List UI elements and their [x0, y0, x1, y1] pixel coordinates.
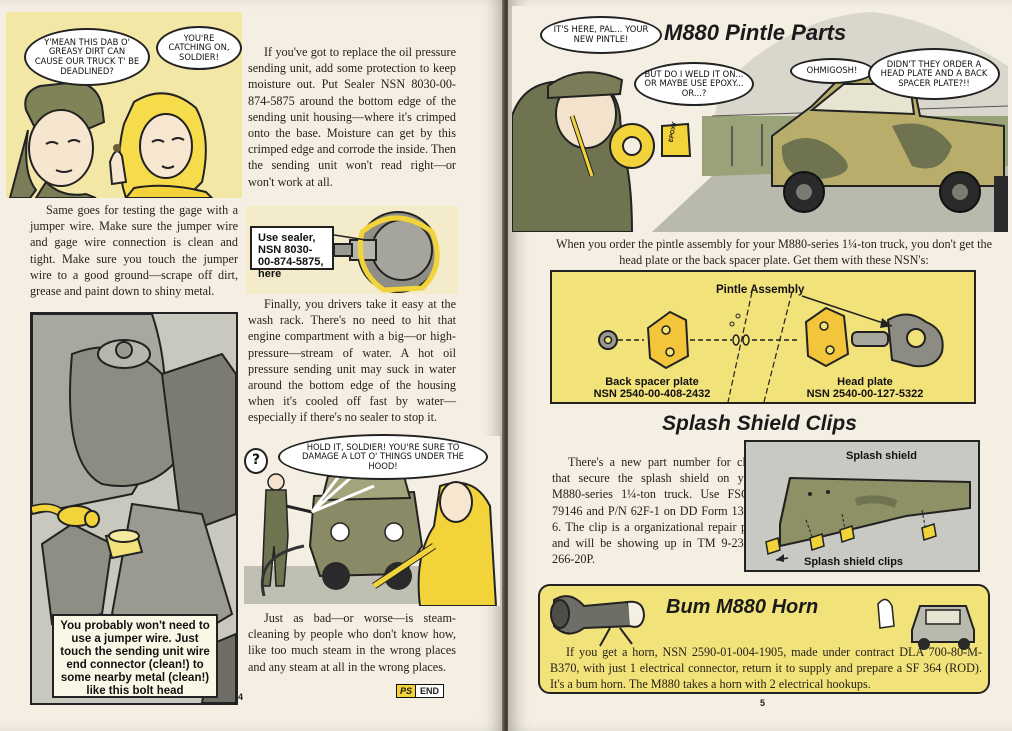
end-label: END: [420, 686, 440, 696]
page-number-left: 4: [238, 692, 244, 702]
caption-jumper-wire: You probably won't need to use a jumper …: [52, 614, 218, 698]
paragraph-jumper-wire: Same goes for testing the gage with a ju…: [30, 203, 238, 299]
left-page: Y'mean this dab o' greasy dirt can cause…: [0, 0, 504, 731]
wash-rack-illustration: [244, 436, 500, 606]
head-plate-name: Head plate: [837, 376, 893, 388]
speech-balloon-1: Y'mean this dab o' greasy dirt can cause…: [24, 28, 150, 86]
text-jumper-wire: Same goes for testing the gage with a ju…: [30, 202, 238, 299]
pintle-diagram-panel: [550, 270, 976, 404]
head-plate-nsn: NSN 2540-00-127-5322: [806, 388, 924, 400]
paragraph-bum-horn: If you get a horn, NSN 2590-01-004-1905,…: [550, 645, 982, 692]
bum-horn-illustration: [550, 595, 975, 650]
speech-balloon-d: Didn't they order a head plate and a bac…: [868, 48, 1000, 100]
pintle-exploded-diagram: [552, 272, 974, 402]
splash-shield-label: Splash shield: [846, 450, 917, 462]
title-pintle-parts: M880 Pintle Parts: [664, 20, 847, 45]
text-splash-shield: There's a new part number for clips that…: [552, 454, 760, 567]
splash-shield-diagram-panel: [744, 440, 980, 572]
text-wash-rack: Finally, you drivers take it easy at the…: [248, 296, 456, 426]
sealer-label: Use sealer, NSN 8030-00-874-5875, here: [250, 226, 334, 280]
paragraph-pintle-order: When you order the pintle assembly for y…: [555, 237, 993, 268]
text-replace-sending-unit: If you've got to replace the oil pressur…: [248, 44, 456, 190]
paragraph-wash-rack: Finally, you drivers take it easy at the…: [248, 297, 456, 425]
pintle-assembly-label: Pintle Assembly: [716, 284, 805, 296]
paragraph-splash-shield: There's a new part number for clips that…: [552, 455, 760, 567]
text-bum-horn: If you get a horn, NSN 2590-01-004-1905,…: [550, 644, 982, 693]
book-gutter: [502, 0, 510, 731]
bum-horn-panel: [538, 584, 990, 694]
title-bum-horn: Bum M880 Horn: [666, 596, 819, 618]
speech-balloon-a: It's here, pal... your new pintle!: [540, 16, 662, 54]
ps-label: PS: [397, 685, 417, 697]
ps-end-marker: PS END: [396, 684, 445, 698]
speech-balloon-3: Hold it, soldier! You're sure to damage …: [278, 434, 488, 480]
right-page: M880 Pintle Parts It's here, pal... your…: [508, 0, 1012, 731]
title-splash-shield-clips: Splash Shield Clips: [662, 412, 857, 435]
back-spacer-name: Back spacer plate: [605, 376, 699, 388]
head-plate-label: Head plate NSN 2540-00-127-5322: [790, 376, 940, 400]
question-balloon: ?: [244, 448, 268, 474]
back-spacer-label: Back spacer plate NSN 2540-00-408-2432: [580, 376, 724, 400]
back-spacer-nsn: NSN 2540-00-408-2432: [593, 388, 711, 400]
splash-shield-clips-label: Splash shield clips: [804, 556, 904, 568]
text-pintle-order: When you order the pintle assembly for y…: [552, 236, 996, 268]
speech-balloon-b: But do I weld it on... or maybe use epox…: [634, 62, 754, 106]
splash-shield-diagram: [746, 442, 978, 570]
paragraph-steam-cleaning: Just as bad—or worse—is steam-cleaning b…: [248, 611, 456, 674]
paragraph-replace-sending-unit: If you've got to replace the oil pressur…: [248, 45, 456, 189]
speech-balloon-c: Ohmigosh!: [790, 58, 874, 84]
text-steam-cleaning: Just as bad—or worse—is steam-cleaning b…: [248, 610, 456, 675]
page-number-right: 5: [760, 698, 766, 708]
speech-balloon-2: You're catching on, soldier!: [156, 26, 242, 70]
